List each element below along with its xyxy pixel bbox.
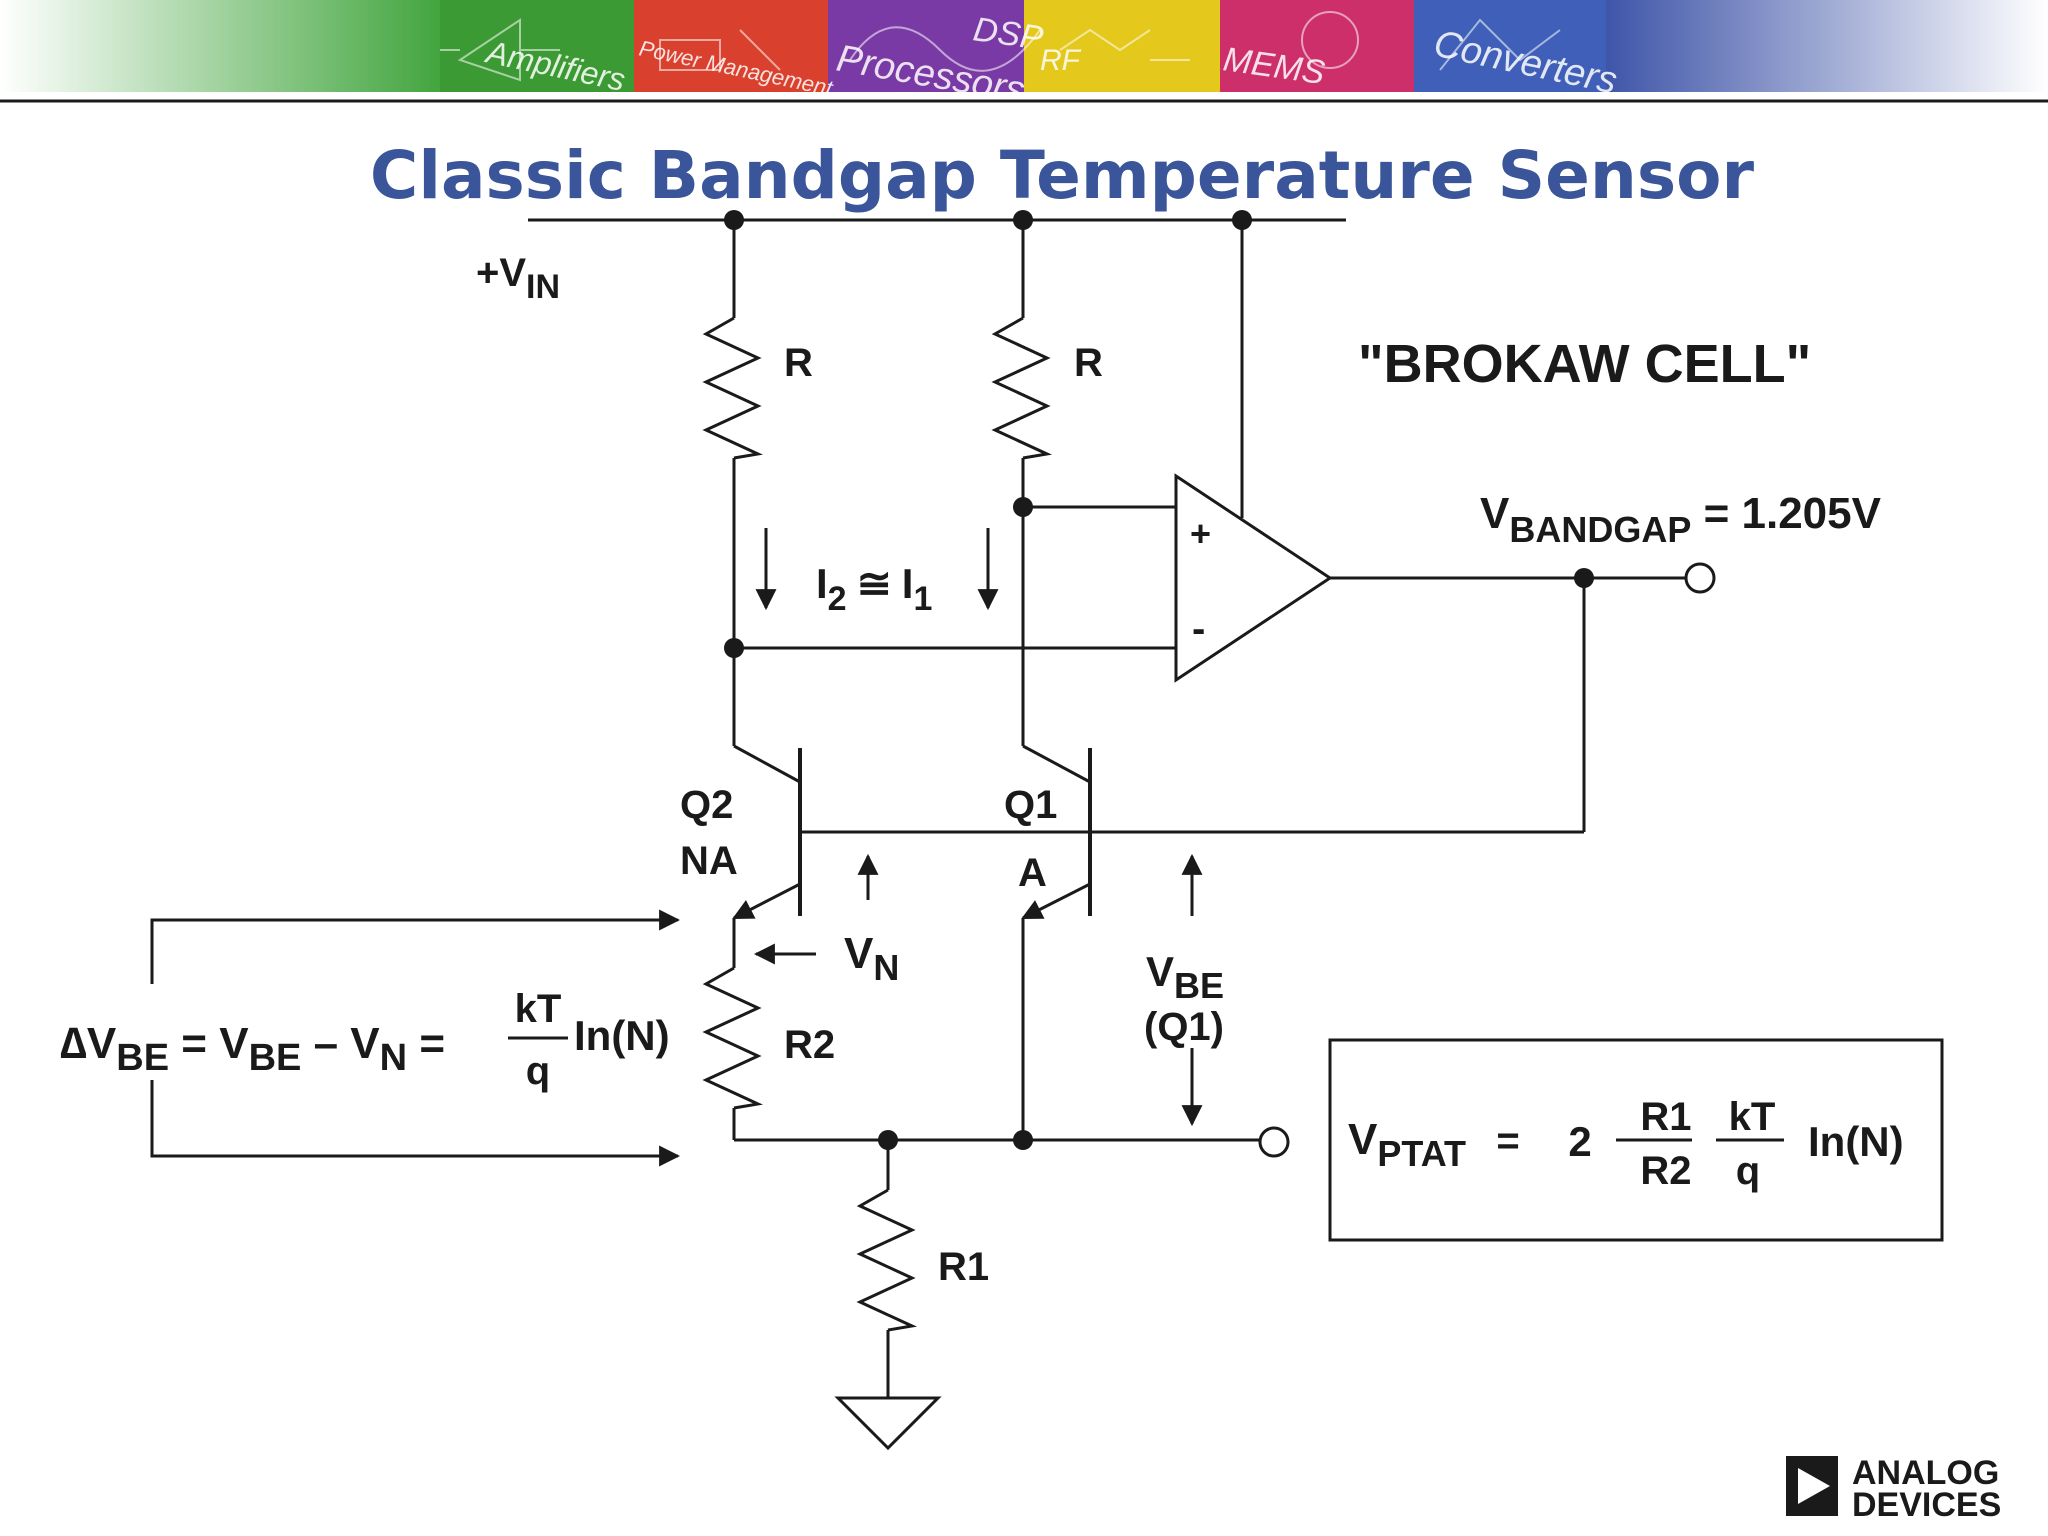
vptat-frac2-num: kT — [1729, 1095, 1776, 1139]
resistor-r2 — [702, 966, 764, 1110]
logo-line-2: DEVICES — [1852, 1486, 2001, 1524]
circuit-schematic — [150, 210, 1716, 1451]
banner-sketch-decoration — [440, 11, 1561, 82]
transistor-q2 — [732, 748, 802, 920]
q2-area-label: NA — [680, 839, 738, 883]
r2-label: R2 — [784, 1023, 835, 1067]
q1-area-label: A — [1018, 851, 1047, 895]
banner-segment-rf — [1024, 0, 1222, 92]
vptat-terminal — [1258, 1126, 1290, 1158]
analog-devices-logo: ANALOG DEVICES — [1786, 1454, 2001, 1524]
delta-vbe-lhs: ∆VBE = VBE – VN = — [60, 1019, 445, 1079]
resistor-left — [702, 316, 764, 460]
banner-segment-power — [634, 0, 830, 92]
brokaw-cell-label: "BROKAW CELL" — [1358, 334, 1811, 394]
banner-label-rf: RF — [1040, 44, 1082, 77]
delta-vbe-frac-den: q — [526, 1049, 550, 1093]
delta-vbe-bracket-top — [150, 909, 681, 984]
vin-label: +VIN — [476, 251, 560, 306]
delta-vbe-tail: In(N) — [574, 1012, 670, 1059]
vbandgap-label: VBANDGAP = 1.205V — [1480, 489, 1882, 550]
vn-label: VN — [844, 929, 899, 988]
current-relation-label: I2≅I1 — [816, 560, 932, 618]
opamp-minus-label: - — [1192, 607, 1205, 651]
delta-vbe-equation: ∆VBE = VBE – VN = kT q In(N) — [60, 987, 670, 1093]
q2-name-label: Q2 — [680, 783, 733, 827]
vptat-equals: = — [1496, 1119, 1519, 1163]
r1-label: R1 — [938, 1245, 989, 1289]
vptat-frac1-den: R2 — [1640, 1149, 1691, 1193]
vbe-q1-note: (Q1) — [1144, 1005, 1224, 1049]
vbe-q1-label: VBE — [1146, 948, 1224, 1006]
resistor-left-label: R — [784, 341, 813, 385]
vptat-coefficient: 2 — [1568, 1118, 1591, 1165]
ground-symbol — [834, 1396, 942, 1451]
vptat-frac1-num: R1 — [1640, 1095, 1691, 1139]
delta-vbe-bracket-bottom — [150, 1080, 681, 1167]
transistor-q1 — [1021, 748, 1092, 920]
resistor-right-label: R — [1074, 341, 1103, 385]
delta-vbe-frac-num: kT — [515, 987, 562, 1031]
vbandgap-terminal — [1684, 562, 1716, 594]
q1-name-label: Q1 — [1004, 783, 1057, 827]
vptat-tail: In(N) — [1808, 1118, 1904, 1165]
resistor-right — [991, 316, 1053, 460]
header-banner: Amplifiers Power Management Processors D… — [0, 0, 2048, 112]
vptat-lhs: VPTAT — [1348, 1115, 1466, 1174]
logo-line-1: ANALOG — [1852, 1454, 1999, 1492]
resistor-r1 — [856, 1188, 918, 1332]
banner-segment-converters — [1414, 0, 1610, 92]
vptat-frac2-den: q — [1736, 1149, 1760, 1193]
banner-segment-amplifiers — [440, 0, 636, 92]
slide-title: Classic Bandgap Temperature Sensor — [370, 137, 1755, 214]
opamp — [1174, 473, 1333, 683]
opamp-plus-label: + — [1190, 513, 1211, 554]
vptat-equation-box: VPTAT = 2 R1 R2 kT q In(N) — [1328, 1038, 1944, 1242]
